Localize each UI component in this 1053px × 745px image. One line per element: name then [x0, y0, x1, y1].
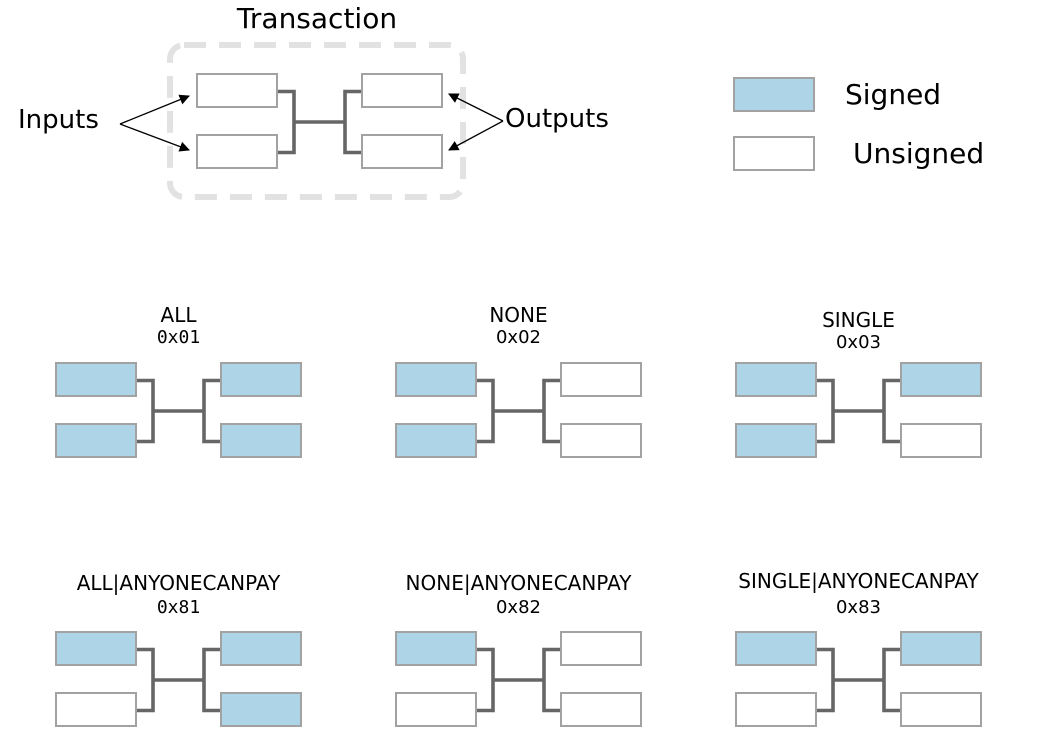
outputs-arrow-bottom	[448, 120, 504, 151]
sighash-figure-none	[395, 362, 642, 460]
figure-code-single: 0x03	[835, 332, 881, 353]
output-box-2	[560, 423, 642, 458]
input-box-1	[735, 362, 817, 397]
output-box-1	[361, 73, 443, 108]
transaction-dashed-border	[167, 42, 466, 200]
figure-code-all: 0x01	[156, 327, 201, 348]
input-box-2	[55, 692, 137, 727]
transaction-figure	[196, 73, 443, 171]
sighash-figure-single-anyonecanpay	[735, 631, 982, 729]
output-box-1	[900, 362, 982, 397]
input-box-2	[735, 692, 817, 727]
connector-lines	[817, 647, 900, 713]
output-box-1	[560, 631, 642, 666]
input-box-2	[55, 423, 137, 458]
figure-title-none: NONE	[489, 303, 548, 327]
output-box-2	[361, 134, 443, 169]
figure-title-none-anyonecanpay: NONE|ANYONECANPAY	[405, 571, 632, 595]
legend-label-unsigned: Unsigned	[853, 137, 985, 170]
input-box-2	[735, 423, 817, 458]
input-box-1	[395, 362, 477, 397]
sighash-figure-none-anyonecanpay	[395, 631, 642, 729]
output-box-2	[560, 692, 642, 727]
output-box-2	[220, 423, 302, 458]
sighash-figure-single	[735, 362, 982, 460]
figure-title-single: SINGLE	[822, 308, 895, 332]
outputs-arrow-top	[448, 93, 504, 122]
connector-lines	[477, 647, 560, 713]
output-box-2	[900, 692, 982, 727]
figure-title-all: ALL	[160, 303, 197, 327]
input-box-1	[735, 631, 817, 666]
connector-lines	[137, 647, 220, 713]
connector-lines	[477, 378, 560, 444]
transaction-title: Transaction	[236, 2, 398, 35]
figure-code-all-anyonecanpay: 0x81	[156, 597, 201, 618]
figure-code-none-anyonecanpay: 0x82	[495, 597, 541, 618]
inputs-label: Inputs	[18, 105, 99, 135]
input-box-1	[395, 631, 477, 666]
transaction-overlay	[119, 42, 504, 200]
output-box-2	[900, 423, 982, 458]
input-box-1	[55, 631, 137, 666]
output-box-1	[900, 631, 982, 666]
input-box-2	[196, 134, 278, 169]
sighash-figure-all	[55, 362, 302, 460]
connector-lines	[278, 89, 361, 155]
input-box-1	[55, 362, 137, 397]
inputs-arrow-top	[119, 94, 190, 125]
input-box-1	[196, 73, 278, 108]
output-box-1	[220, 631, 302, 666]
input-box-2	[395, 423, 477, 458]
legend-swatch-unsigned	[733, 136, 815, 171]
outputs-label: Outputs	[505, 104, 609, 134]
output-box-1	[560, 362, 642, 397]
inputs-arrow-bottom	[119, 123, 190, 152]
figure-code-single-anyonecanpay: 0x83	[835, 597, 881, 618]
legend-swatch-signed	[733, 77, 815, 112]
connector-lines	[817, 378, 900, 444]
output-box-1	[220, 362, 302, 397]
connector-lines	[137, 378, 220, 444]
figure-code-none: 0x02	[495, 327, 541, 348]
figure-title-all-anyonecanpay: ALL|ANYONECANPAY	[76, 571, 281, 595]
legend-label-signed: Signed	[845, 78, 942, 111]
input-box-2	[395, 692, 477, 727]
sighash-figure-all-anyonecanpay	[55, 631, 302, 729]
output-box-2	[220, 692, 302, 727]
figure-title-single-anyonecanpay: SINGLE|ANYONECANPAY	[738, 569, 979, 593]
